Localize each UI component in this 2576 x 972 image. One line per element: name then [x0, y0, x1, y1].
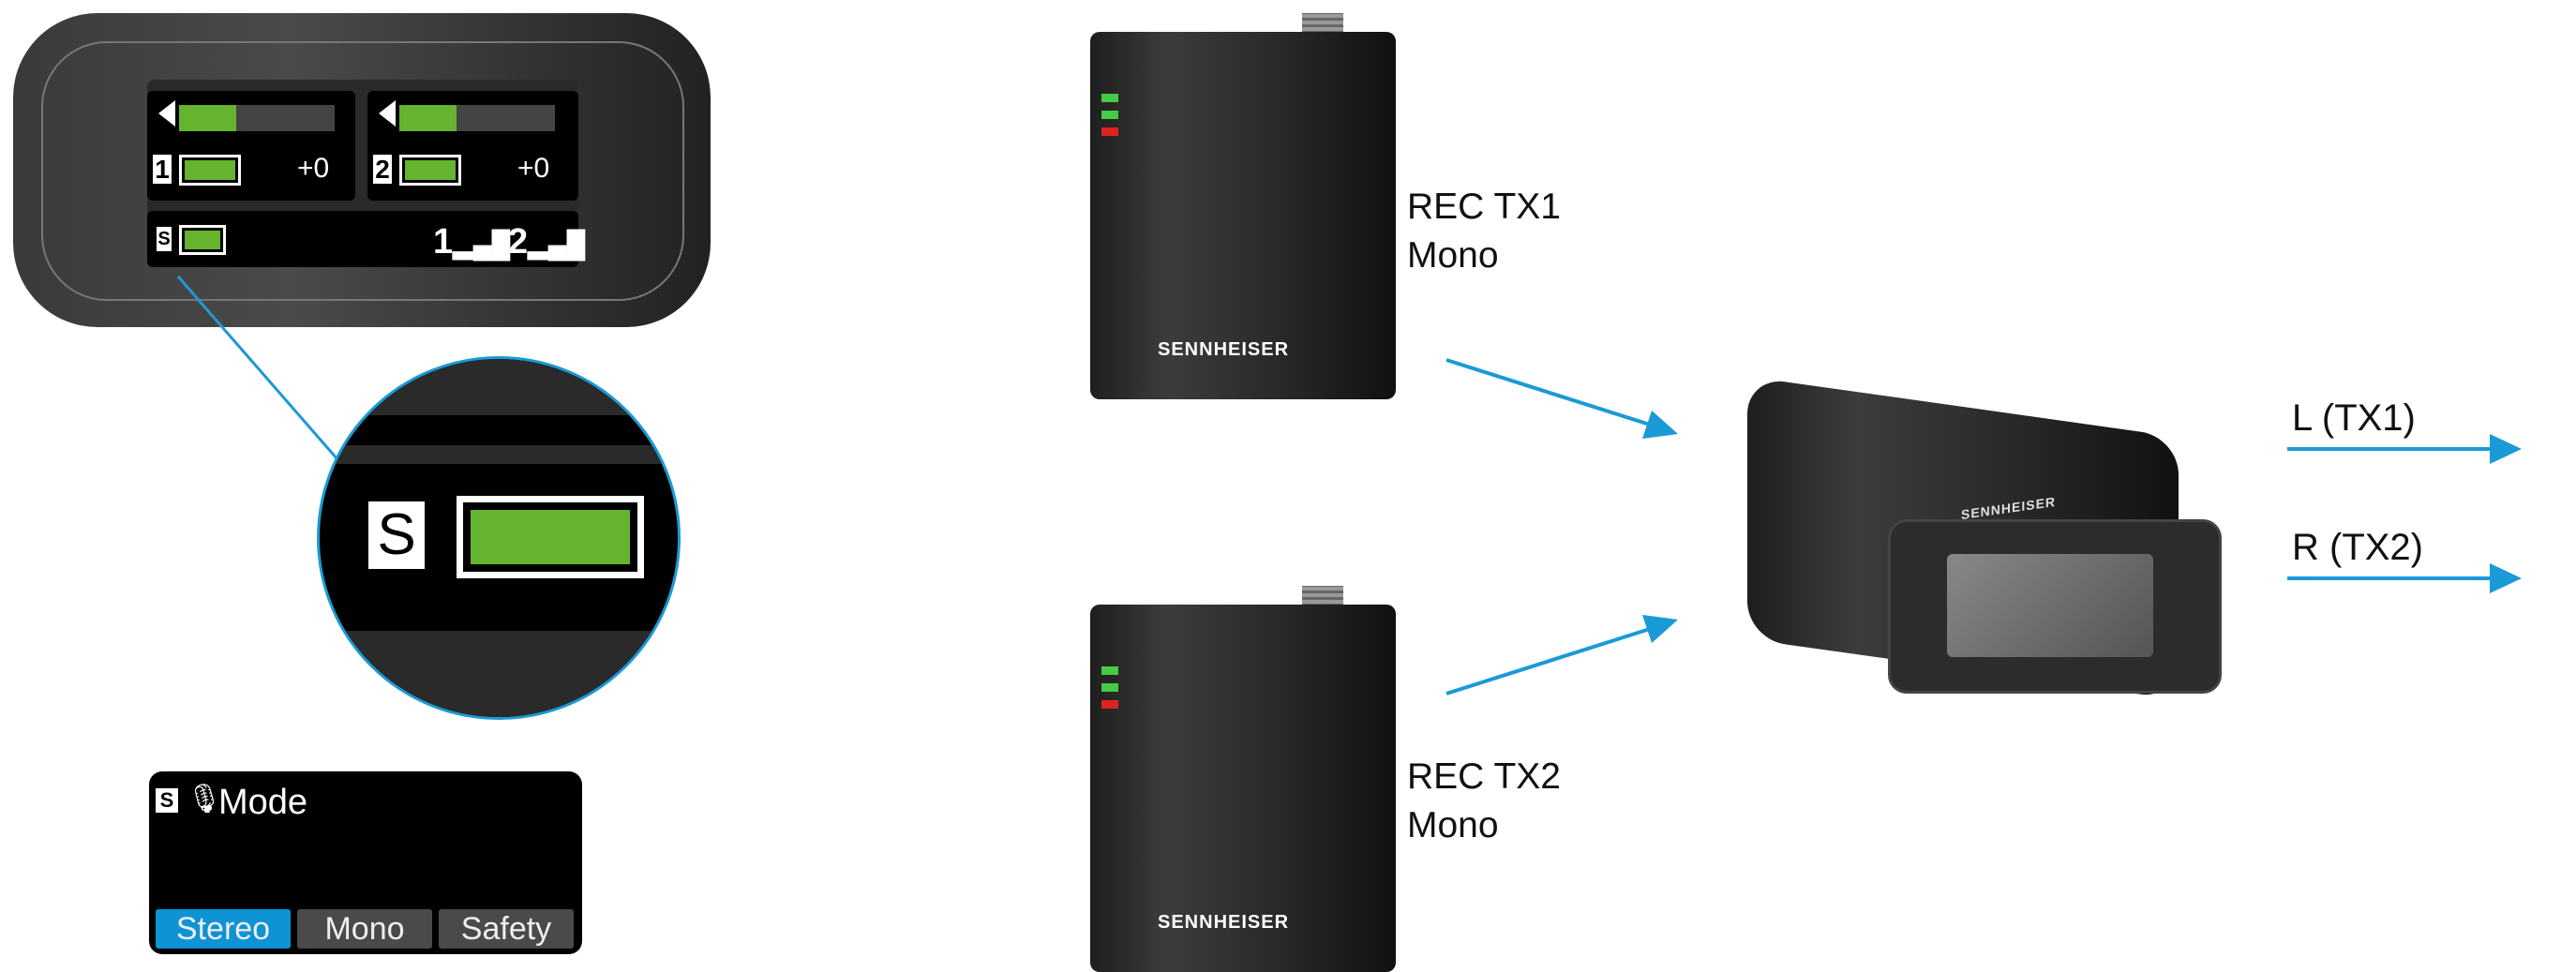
speaker-icon: [379, 100, 396, 127]
output-left-label: L (TX1): [2292, 397, 2416, 439]
channel-2-pane: 2 +0: [367, 91, 578, 201]
signal-bars-icon: ▂▄█: [528, 230, 586, 259]
battery-icon: [457, 496, 644, 578]
level-meter-1: [179, 105, 335, 131]
channel-number: 1: [153, 155, 172, 184]
led-green: [1101, 111, 1118, 119]
signal-bars-icon: ▂▄█: [453, 230, 511, 259]
arrow-head: [2490, 434, 2522, 464]
battery-icon: [179, 225, 226, 255]
receiver-front: [1888, 519, 2222, 694]
mic-settings-icon: 🎙: [187, 784, 223, 815]
battery-icon: [399, 155, 461, 186]
brand-logo: SENNHEISER: [1158, 912, 1290, 933]
signal-2: 2▂▄█: [508, 222, 586, 262]
gain-value: +0: [517, 153, 550, 184]
arrow-head: [2490, 563, 2522, 593]
display-screen: 1 +0 2 +0 S 1▂▄█ 2▂▄█: [147, 80, 585, 267]
mode-screen: S 🎙 Mode Stereo Mono Safety: [149, 771, 582, 954]
transmitter-body: [1090, 605, 1396, 972]
level-meter-2: [399, 105, 555, 131]
led-green: [1101, 683, 1118, 692]
arrow-tx2: [1445, 627, 1651, 695]
mode-title: Mode: [218, 783, 308, 822]
led-green: [1101, 94, 1118, 102]
channel-number: 2: [373, 155, 392, 184]
receiver-display-device: 1 +0 2 +0 S 1▂▄█ 2▂▄█: [13, 13, 711, 327]
output-right-label: R (TX2): [2292, 527, 2423, 568]
option-mono[interactable]: Mono: [297, 909, 432, 949]
transmitter-2: SENNHEISER: [1090, 586, 1396, 972]
brand-logo: SENNHEISER: [1158, 339, 1290, 360]
display-bezel: [41, 41, 684, 301]
battery-icon: [179, 155, 241, 186]
signal-1: 1▂▄█: [433, 222, 511, 262]
receiver-display: [1947, 554, 2153, 657]
transmitter-body: [1090, 32, 1396, 399]
arrow-head: [1642, 615, 1678, 643]
led-green: [1101, 666, 1118, 675]
arrow-tx1: [1445, 358, 1651, 426]
channel-1-pane: 1 +0: [147, 91, 355, 201]
receiver-device: SENNHEISER: [1747, 376, 2222, 700]
arrow-head: [1642, 411, 1678, 439]
safety-pane: S 1▂▄█ 2▂▄█: [147, 211, 585, 267]
level-fill: [179, 105, 237, 131]
safety-badge: S: [368, 501, 425, 569]
led-red: [1101, 700, 1118, 709]
gain-value: +0: [297, 153, 330, 184]
safety-badge: S: [156, 788, 178, 813]
level-fill: [399, 105, 457, 131]
callout-line: [176, 276, 339, 460]
option-safety[interactable]: Safety: [439, 909, 574, 949]
transmitter-1: SENNHEISER: [1090, 13, 1396, 399]
safety-badge: S: [157, 227, 172, 251]
magnifier: S: [317, 356, 681, 720]
option-stereo[interactable]: Stereo: [156, 909, 291, 949]
speaker-icon: [158, 100, 175, 127]
led-red: [1101, 127, 1118, 136]
